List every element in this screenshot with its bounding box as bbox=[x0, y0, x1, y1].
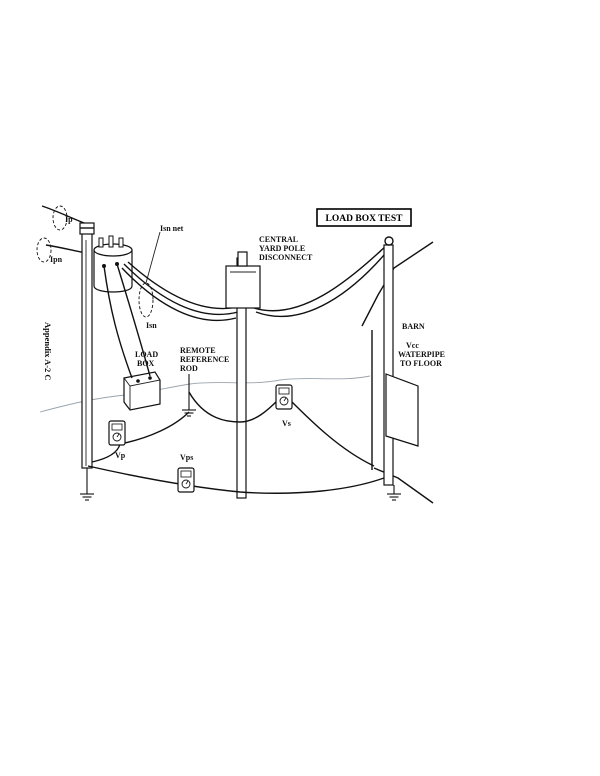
label-remote: REMOTE bbox=[180, 346, 216, 355]
label-load: LOAD bbox=[135, 350, 158, 359]
voltmeter-icon-vps bbox=[177, 467, 195, 493]
ground-icon-left-pole bbox=[80, 468, 94, 501]
current-clamp-isn: Isn bbox=[138, 282, 157, 330]
label-vcc: Vcc bbox=[406, 341, 419, 350]
label-rod: ROD bbox=[180, 364, 198, 373]
label-central: CENTRAL bbox=[259, 235, 298, 244]
horizon-line bbox=[39, 375, 371, 413]
measurement-wires bbox=[87, 391, 385, 494]
label-vp: Vp bbox=[115, 451, 126, 460]
diagram-title: LOAD BOX TEST bbox=[326, 214, 404, 224]
current-clamp-ipn: Ipn bbox=[36, 237, 63, 264]
label-disconnect: DISCONNECT bbox=[259, 253, 313, 262]
label-barn: BARN bbox=[402, 322, 425, 331]
ground-icon-remote-rod bbox=[182, 374, 196, 417]
voltmeter-icon-vp bbox=[108, 420, 126, 446]
disconnect-box-icon bbox=[225, 251, 261, 309]
utility-pole-left bbox=[79, 222, 95, 469]
label-vs: Vs bbox=[282, 419, 291, 428]
label-vps: Vps bbox=[180, 453, 193, 462]
transformer-icon bbox=[93, 235, 133, 293]
ground-icon-barn-pole bbox=[387, 485, 401, 501]
label-waterpipe: WATERPIPE bbox=[398, 350, 445, 359]
voltmeter-icon-vs bbox=[275, 384, 293, 410]
load-box-leads bbox=[103, 263, 151, 379]
label-ip: Ip bbox=[65, 215, 73, 224]
barn-panel bbox=[385, 373, 419, 447]
appendix-label: Appendix A-2 C bbox=[43, 322, 53, 381]
label-isn: Isn bbox=[146, 321, 157, 330]
label-ipn: Ipn bbox=[50, 255, 63, 264]
label-reference: REFERENCE bbox=[180, 355, 229, 364]
label-yard-pole: YARD POLE bbox=[259, 244, 305, 253]
current-clamp-ip: Ip bbox=[52, 205, 73, 231]
label-to-floor: TO FLOOR bbox=[400, 359, 442, 368]
load-box-icon bbox=[123, 371, 161, 411]
barn-pole bbox=[383, 236, 394, 486]
label-isn-net: Isn net bbox=[160, 224, 184, 233]
title-box: LOAD BOX TEST bbox=[316, 208, 412, 227]
barn-outline bbox=[361, 241, 434, 504]
isn-net-leader bbox=[145, 231, 161, 284]
service-drop-wires bbox=[121, 243, 391, 322]
